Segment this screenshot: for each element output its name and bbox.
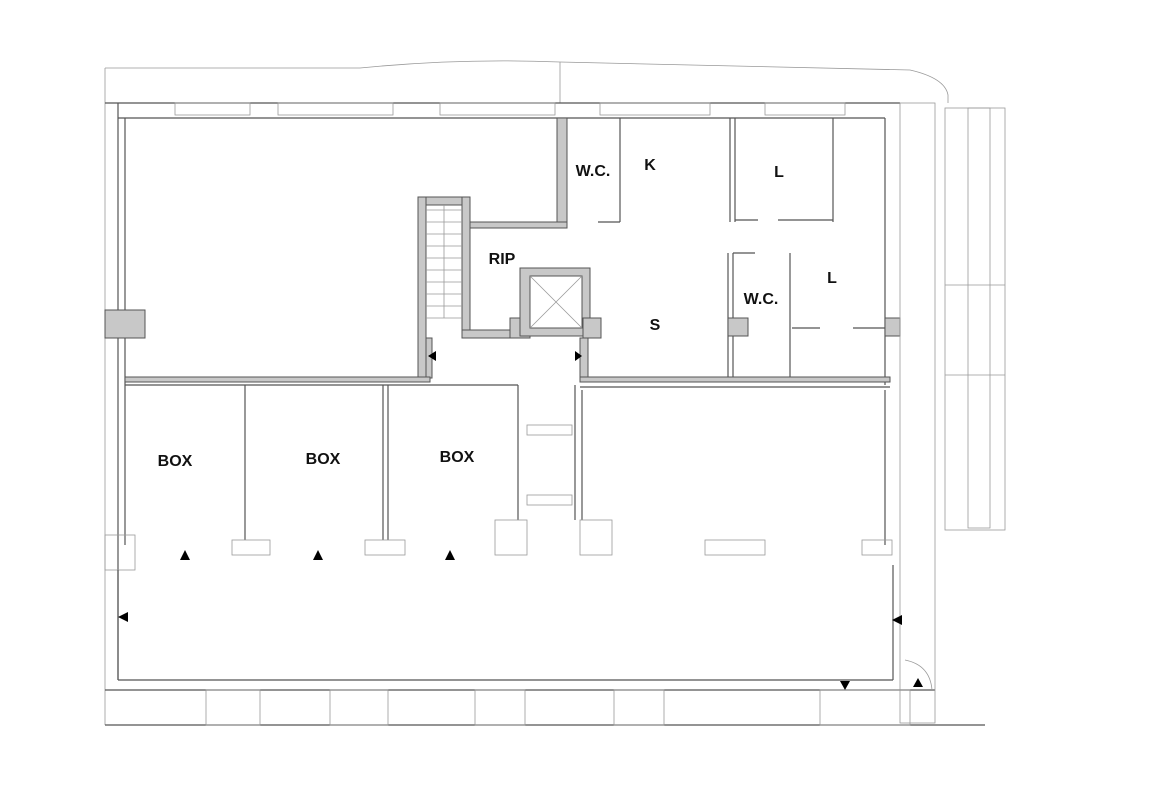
room-label-box-3: BOX: [439, 449, 475, 466]
arrow-up-icon: [913, 678, 923, 687]
interior-walls: [425, 118, 901, 385]
room-label-box-2: BOX: [305, 451, 341, 468]
outer-boundary: [105, 60, 949, 103]
arrow-left-icon: [428, 351, 436, 361]
room-label-wc-lower: W.C.: [743, 291, 779, 308]
arrow-up-icon: [180, 550, 190, 560]
room-label-kitchen: K: [644, 157, 656, 174]
entrance-arrows: [118, 351, 923, 690]
lower-hall-walls: [105, 565, 985, 726]
room-label-l-upper: L: [774, 164, 784, 181]
room-label-wc-upper: W.C.: [575, 163, 611, 180]
arrow-right-icon: [575, 351, 582, 361]
room-label-stair-hall: S: [649, 317, 661, 334]
arrow-up-icon: [445, 550, 455, 560]
room-label-box-1: BOX: [157, 453, 193, 470]
top-wall: [105, 102, 900, 119]
arrow-up-icon: [313, 550, 323, 560]
room-label-storage: RIP: [488, 251, 516, 268]
left-wall: [104, 103, 146, 680]
box-partitions: [231, 385, 893, 556]
right-annex: [899, 102, 1006, 724]
arrow-left-icon: [118, 612, 128, 622]
middle-wall: [124, 376, 891, 388]
room-label-l-lower: L: [827, 270, 837, 287]
arrow-down-icon: [840, 681, 850, 690]
arrow-left-icon: [892, 615, 902, 625]
staircase: [417, 196, 471, 378]
elevator: [519, 267, 602, 339]
